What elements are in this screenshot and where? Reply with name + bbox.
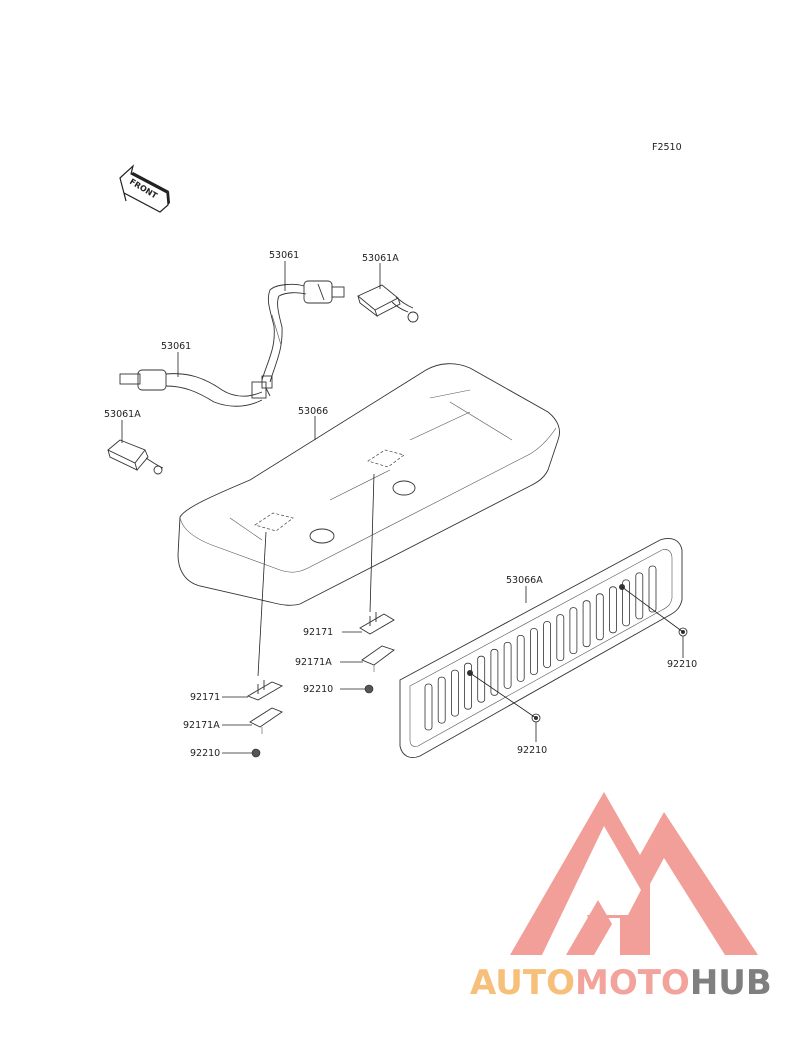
panel-slot [556, 614, 565, 661]
plate-right [361, 645, 395, 672]
panel-slot [582, 600, 591, 648]
automotohub-logo: AUTOMOTOHUB [470, 792, 772, 1003]
logo-wordmark: AUTOMOTOHUB [470, 963, 772, 1003]
panel-slot [622, 579, 630, 627]
logo-word-auto: AUTO [470, 963, 575, 1003]
label-plate-right: 92171A [295, 657, 332, 668]
seat-belt-upper [261, 280, 345, 397]
label-seat-belt-left: 53061 [161, 341, 191, 352]
panel-slots [424, 565, 657, 731]
panel-slot [595, 593, 604, 641]
label-seat-belt-upper: 53061 [269, 250, 299, 261]
nut-right [364, 684, 374, 694]
label-nut-panel-right: 92210 [667, 659, 697, 670]
label-buckle-left: 53061A [104, 409, 141, 420]
bracket-right [359, 612, 395, 635]
panel-slot [503, 642, 512, 689]
leader-lines [121, 261, 684, 754]
buckle-left [107, 439, 164, 475]
buckle-upper [357, 284, 419, 323]
panel-slot [569, 607, 578, 654]
nut-left [251, 748, 261, 758]
bracket-left [246, 680, 284, 701]
panel-slot [464, 662, 472, 710]
logo-g-mark [566, 900, 612, 955]
label-nut-right: 92210 [303, 684, 333, 695]
panel-slot [635, 572, 644, 620]
callout-labels: 53061 53061A 53061 53061A 53066 53066A 9… [104, 250, 697, 759]
label-nut-left: 92210 [190, 748, 220, 759]
panel-slot [609, 586, 617, 634]
panel-slot [477, 655, 486, 703]
panel-vent [399, 538, 683, 758]
label-buckle-upper: 53061A [362, 253, 399, 264]
label-bracket-left: 92171 [190, 692, 220, 703]
seat-belt-left [119, 369, 267, 407]
panel-slot [516, 635, 525, 682]
logo-word-moto: MOTO [575, 963, 690, 1003]
panel-slot [648, 565, 657, 613]
panel-slot [424, 683, 433, 731]
label-plate-left: 92171A [183, 720, 220, 731]
label-nut-panel-bottom: 92210 [517, 745, 547, 756]
figure-code: F2510 [652, 142, 682, 153]
label-panel: 53066A [506, 575, 543, 586]
logo-word-hub: HUB [690, 963, 772, 1003]
front-arrow-icon: FRONT [119, 164, 170, 213]
panel-slot [490, 648, 499, 696]
panel-slot [530, 628, 538, 675]
panel-slot [543, 621, 551, 668]
label-seat: 53066 [298, 406, 328, 417]
plate-left [249, 707, 283, 734]
panel-slot [450, 669, 459, 717]
logo-triangle-mark [510, 792, 758, 955]
panel-slot [437, 676, 446, 724]
seat-cushion [177, 363, 560, 606]
label-bracket-right: 92171 [303, 627, 333, 638]
